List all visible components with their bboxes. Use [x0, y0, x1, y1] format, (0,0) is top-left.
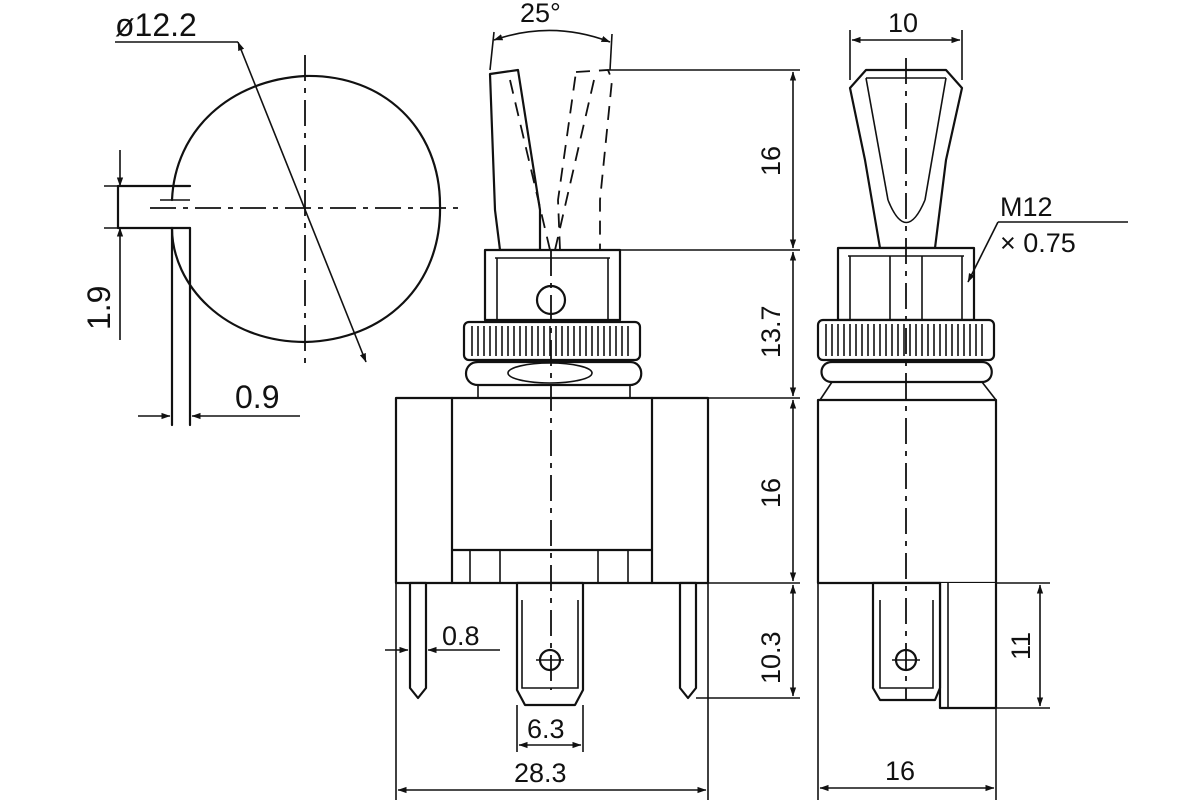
front-terminal-left [408, 581, 428, 700]
dim-lever-length: 16 [756, 146, 786, 176]
front-body [394, 396, 710, 585]
dim-terminal-length: 10.3 [756, 631, 786, 684]
side-terminal [871, 581, 942, 702]
side-body [816, 398, 998, 585]
tip-circle [170, 74, 442, 344]
dim-terminal-width: 6.3 [527, 714, 565, 744]
dim-body-width: 28.3 [514, 758, 567, 788]
front-view: 25° [385, 0, 800, 800]
dim-lever-width: 10 [888, 8, 918, 38]
tip-pin [116, 184, 192, 230]
dim-terminal-thickness: 0.8 [442, 621, 480, 651]
dim-thread-pitch: × 0.75 [1000, 228, 1076, 258]
dim-pin-width: 1.9 [81, 286, 117, 330]
side-view: 10 M12 × 0.75 11 [816, 8, 1128, 800]
dim-thread-size: M12 [1000, 192, 1053, 222]
front-washer [464, 360, 643, 387]
dim-side-body-width: 16 [885, 756, 915, 786]
dim-diameter: ø12.2 [115, 7, 197, 43]
front-terminal-right [678, 581, 698, 700]
front-lever-hidden [557, 69, 613, 251]
dim-bushing-height: 13.7 [756, 305, 786, 358]
dim-body-height: 16 [756, 478, 786, 508]
dim-side-terminal-length: 11 [1006, 632, 1036, 660]
front-lever [488, 68, 542, 252]
dim-pin-thickness: 0.9 [235, 379, 279, 415]
tip-view: ø12.2 1.9 0.9 [81, 7, 462, 427]
front-terminal-center [515, 581, 585, 707]
dim-angle: 25° [520, 0, 561, 28]
